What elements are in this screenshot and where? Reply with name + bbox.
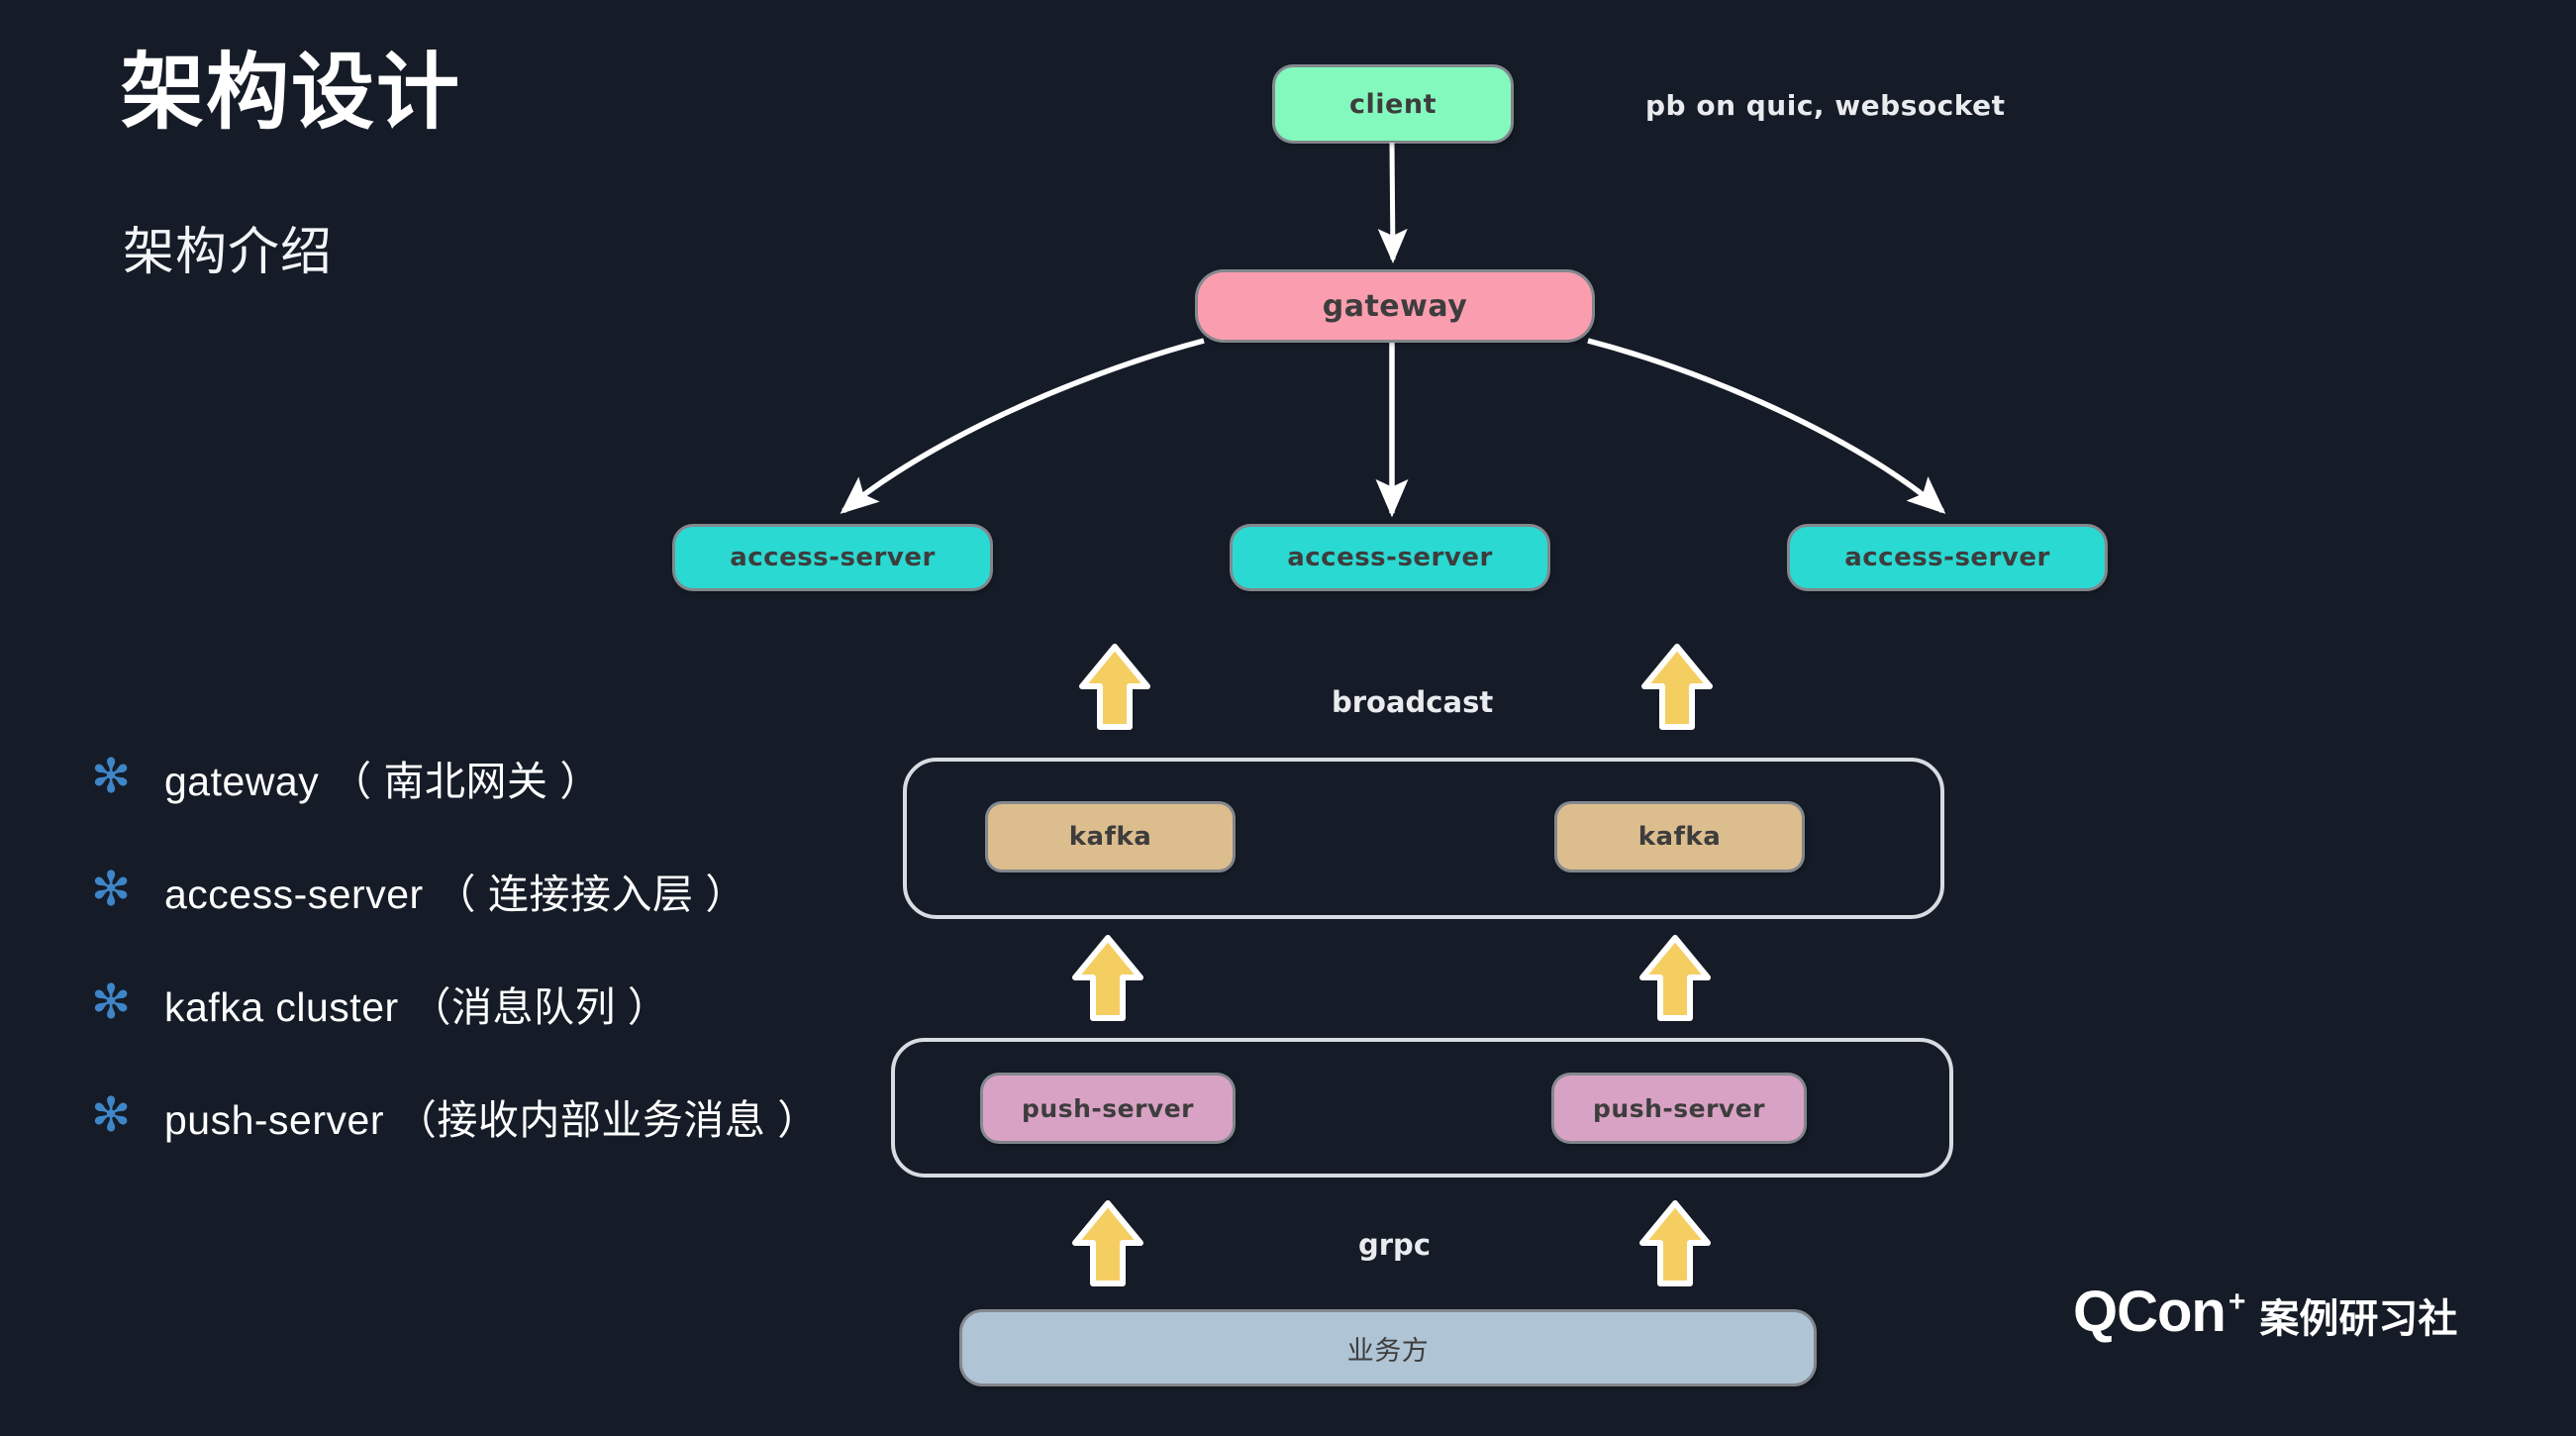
bullet-label-gateway: gateway （ 南北网关 ） (164, 759, 601, 804)
kafka-cluster-group (903, 758, 1944, 919)
edge-gateway-to-access-1 (840, 338, 1205, 514)
node-push-server-1[interactable]: push-server (983, 1076, 1233, 1141)
bullet-label-push-server: push-server （接收内部业务消息 ） (164, 1097, 819, 1143)
up-arrow-icon (1079, 644, 1150, 730)
qcon-logo: QCon + 案例研习社 (2073, 1283, 2457, 1341)
page-title: 架构设计 (121, 46, 462, 139)
qcon-wordmark: QCon (2073, 1280, 2227, 1344)
node-kafka-1[interactable]: kafka (988, 804, 1233, 870)
up-arrow-icon (1072, 1200, 1143, 1286)
list-item: ✻ push-server （接收内部业务消息 ） (85, 1060, 897, 1173)
qcon-plus-icon: + (2228, 1285, 2246, 1318)
asterisk-bullet-icon: ✻ (91, 751, 132, 803)
node-business-party[interactable]: 业务方 (962, 1312, 1814, 1384)
asterisk-bullet-icon: ✻ (91, 1089, 132, 1142)
node-gateway[interactable]: gateway (1198, 272, 1592, 340)
node-kafka-2[interactable]: kafka (1557, 804, 1802, 870)
node-access-server-3[interactable]: access-server (1790, 527, 2105, 588)
bullet-label-kafka-cluster: kafka cluster （消息队列 ） (164, 984, 669, 1030)
node-push-server-2[interactable]: push-server (1554, 1076, 1804, 1141)
up-arrow-icon (1639, 935, 1711, 1021)
node-client[interactable]: client (1275, 67, 1511, 141)
bullet-label-access-server: access-server （ 连接接入层 ） (164, 872, 746, 917)
node-access-server-1[interactable]: access-server (675, 527, 990, 588)
list-item: ✻ gateway （ 南北网关 ） (85, 721, 897, 834)
push-server-group (891, 1038, 1953, 1178)
node-access-server-2[interactable]: access-server (1233, 527, 1547, 588)
label-grpc: grpc (1358, 1228, 1432, 1262)
up-arrow-icon (1641, 644, 1713, 730)
edge-gateway-to-access-3 (1587, 338, 1946, 514)
list-item: ✻ access-server （ 连接接入层 ） (85, 834, 897, 947)
asterisk-bullet-icon: ✻ (91, 976, 132, 1029)
list-item: ✻ kafka cluster （消息队列 ） (85, 947, 897, 1060)
up-arrow-icon (1639, 1200, 1711, 1286)
page-subtitle: 架构介绍 (123, 224, 334, 281)
edge-client-to-gateway (1377, 142, 1408, 263)
bullet-list: ✻ gateway （ 南北网关 ） ✻ access-server （ 连接接… (85, 721, 897, 1173)
up-arrow-icon (1072, 935, 1143, 1021)
label-broadcast: broadcast (1332, 685, 1494, 719)
label-protocol: pb on quic, websocket (1645, 89, 2006, 122)
asterisk-bullet-icon: ✻ (91, 864, 132, 916)
qcon-chinese-label: 案例研习社 (2259, 1297, 2458, 1341)
